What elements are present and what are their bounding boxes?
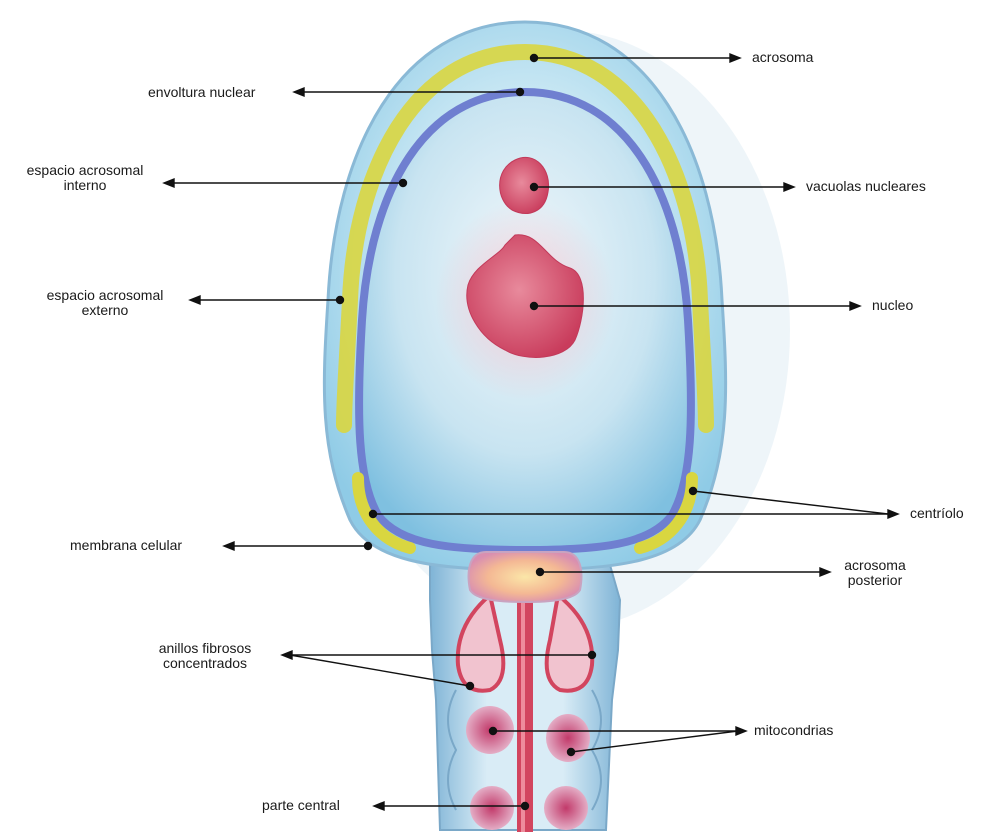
label-anillos-fibrosos: anillos fibrosos concentrados [140, 641, 270, 671]
label-anillos-line1: anillos fibrosos [140, 641, 270, 656]
label-acrosoma-posterior-line1: acrosoma [830, 558, 920, 573]
label-anillos-line2: concentrados [140, 656, 270, 671]
label-parte-central: parte central [262, 798, 340, 813]
label-espacio-externo-line1: espacio acrosomal [30, 288, 180, 303]
label-acrosoma: acrosoma [752, 50, 813, 65]
label-espacio-externo-line2: externo [30, 303, 180, 318]
label-nucleo: nucleo [872, 298, 913, 313]
label-espacio-interno-line1: espacio acrosomal [10, 163, 160, 178]
label-espacio-acrosomal-interno: espacio acrosomal interno [10, 163, 160, 193]
label-acrosoma-posterior: acrosoma posterior [830, 558, 920, 588]
posterior-acrosome [469, 552, 582, 602]
label-mitocondrias: mitocondrias [754, 723, 833, 738]
label-envoltura-nuclear: envoltura nuclear [148, 85, 255, 100]
label-espacio-interno-line2: interno [10, 178, 160, 193]
label-membrana-celular: membrana celular [70, 538, 182, 553]
vacuole-small [500, 157, 549, 213]
label-vacuolas-nucleares: vacuolas nucleares [806, 179, 926, 194]
label-centriolo: centríolo [910, 506, 964, 521]
label-acrosoma-posterior-line2: posterior [830, 573, 920, 588]
label-espacio-acrosomal-externo: espacio acrosomal externo [30, 288, 180, 318]
